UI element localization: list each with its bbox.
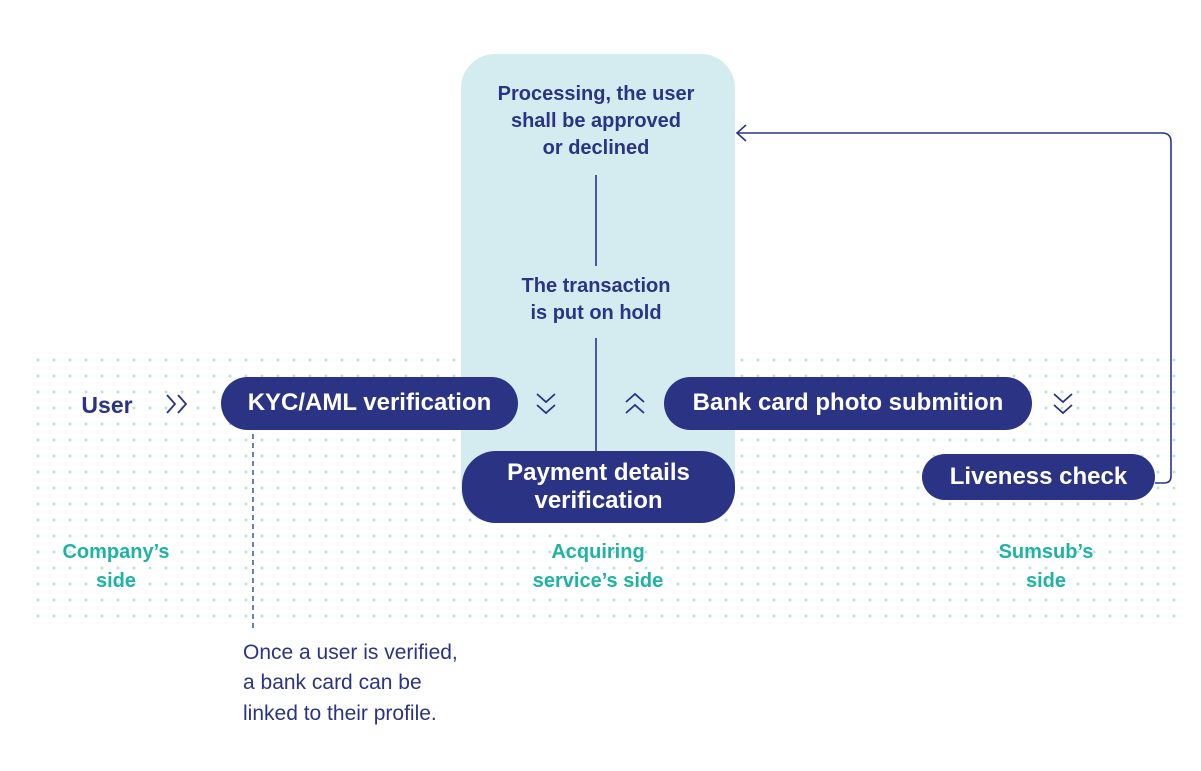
- payment-details-verification-step: Payment details verification: [462, 451, 735, 523]
- verification-note: Once a user is verified, a bank card can…: [243, 641, 458, 725]
- sumsub-side-label: Sumsub’s side: [998, 541, 1094, 592]
- double-chevron-right-icon: [166, 394, 188, 414]
- company-side-label: Company’s side: [62, 541, 170, 592]
- user-label: User: [81, 392, 133, 418]
- acquiring-highlight-panel: [461, 54, 735, 523]
- double-chevron-down-icon: [536, 393, 556, 415]
- kyc-aml-verification-step: KYC/AML verification: [221, 377, 518, 430]
- double-chevron-up-icon: [625, 392, 645, 414]
- bank-card-photo-submission-step: Bank card photo submition: [664, 377, 1032, 430]
- processing-text: Processing, the user shall be approved o…: [497, 83, 695, 160]
- double-chevron-down-icon: [1053, 393, 1073, 415]
- liveness-check-step: Liveness check: [922, 454, 1155, 500]
- acquiring-side-label: Acquiring service’s side: [532, 541, 664, 592]
- transaction-hold-text: The transaction is put on hold: [521, 275, 671, 325]
- arrow-left-icon: [735, 124, 747, 142]
- loop-back-connector: [738, 132, 1172, 484]
